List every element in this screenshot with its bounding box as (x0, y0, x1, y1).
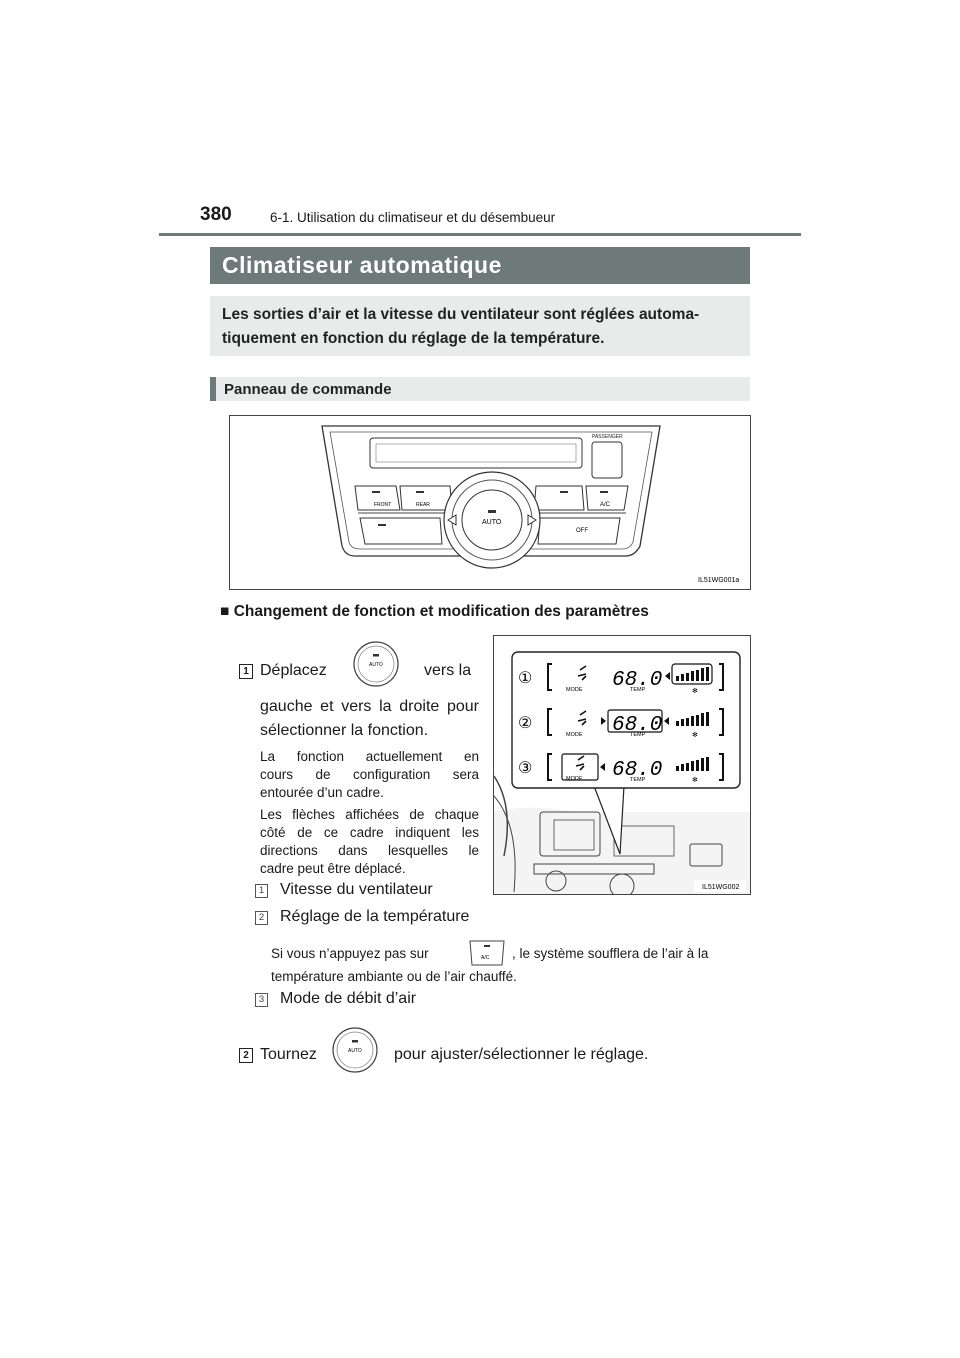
ac-note-after: , le système soufflera de l’air à la (512, 946, 709, 961)
auto-knob-label: AUTO (348, 1048, 362, 1054)
auto-knob-icon: AUTO (331, 1026, 379, 1074)
row1-num: ① (518, 670, 532, 687)
subsection-title: Panneau de commande (224, 381, 392, 398)
auto-label: AUTO (482, 519, 502, 526)
step-1-line-2: gauche et vers la droite pour (260, 698, 479, 715)
row2-mode: MODE (566, 732, 583, 738)
note1-line-2: cours de configuration sera (260, 767, 479, 782)
control-panel-figure: PASSENGER FRONT REAR A/C OFF AUTO IL51WG… (229, 415, 751, 590)
item-1-number: 1 (255, 884, 268, 898)
page-title: Climatiseur automatique (222, 252, 502, 278)
auto-knob-label: AUTO (369, 662, 383, 668)
display-row-2: ② MODE TEMP 68.0 ✻ (518, 708, 724, 739)
step-2-text-a: Tournez (260, 1046, 317, 1063)
ac-label: A/C (600, 502, 611, 508)
rear-label: REAR (416, 502, 430, 508)
row3-mode: MODE (566, 776, 583, 782)
row2-temp-label: TEMP (630, 732, 646, 738)
subsection-accent (210, 377, 216, 401)
note2-line-3: directions dans lesquelles le (260, 843, 479, 858)
page-number: 380 (200, 204, 232, 225)
figure2-code: IL51WG002 (702, 884, 739, 891)
ac-button-icon: A/C (466, 938, 508, 968)
display-figure: ① MODE TEMP 68.0 ✻ ② MODE TEMP (493, 635, 751, 895)
step-2-text-b: pour ajuster/sélectionner le réglage. (394, 1046, 649, 1063)
ac-button-label: A/C (481, 955, 490, 961)
fan-icon: ✻ (692, 731, 698, 739)
passenger-label: PASSENGER (592, 434, 623, 440)
header-divider (159, 233, 801, 236)
section-header: 6-1. Utilisation du climatiseur et du dé… (270, 210, 556, 225)
square-bullet-icon: ■ (220, 603, 230, 620)
item-2-number: 2 (255, 911, 268, 925)
intro-line-1: Les sorties d’air et la vitesse du venti… (222, 306, 700, 323)
row2-num: ② (518, 715, 532, 732)
item-2-label: Réglage de la température (280, 908, 470, 925)
intro-box (210, 296, 750, 356)
row1-temp: 68.0 (612, 669, 662, 692)
row2-temp: 68.0 (612, 714, 662, 737)
intro-line-2: tiquement en fonction du réglage de la t… (222, 330, 605, 347)
row1-mode: MODE (566, 687, 583, 693)
step-1-line-3: sélectionner la fonction. (260, 722, 429, 739)
row3-temp-label: TEMP (630, 777, 646, 783)
item-3-label: Mode de débit d’air (280, 990, 417, 1007)
item-1-label: Vitesse du ventilateur (280, 881, 433, 898)
fan-icon: ✻ (692, 776, 698, 784)
note2-line-4: cadre peut être déplacé. (260, 861, 406, 876)
note2-line-2: côté de ce cadre indiquent les (260, 825, 479, 840)
display-row-1: ① MODE TEMP 68.0 ✻ (518, 663, 724, 695)
section-subheading: ■ Changement de fonction et modification… (220, 603, 649, 621)
step-1-number: 1 (239, 664, 253, 679)
control-panel-illustration: PASSENGER FRONT REAR A/C OFF AUTO IL51WG… (321, 425, 739, 584)
display-illustration: ① MODE TEMP 68.0 ✻ ② MODE TEMP (494, 651, 750, 894)
note1-line-3: entourée d’un cadre. (260, 785, 384, 800)
ac-note-before: Si vous n’appuyez pas sur (271, 946, 429, 961)
front-label: FRONT (374, 502, 391, 508)
title-bar (210, 247, 750, 284)
subheading-text: Changement de fonction et modification d… (233, 603, 649, 620)
ac-note-line-2: température ambiante ou de l’air chauffé… (271, 969, 517, 984)
item-3-number: 3 (255, 993, 268, 1007)
display-row-3: ③ MODE TEMP 68.0 ✻ (518, 753, 724, 784)
subsection-bar (210, 377, 750, 401)
fan-icon: ✻ (692, 687, 698, 695)
note1-line-1: La fonction actuellement en (260, 749, 479, 764)
note2-line-1: Les flèches affichées de chaque (260, 807, 479, 822)
row3-temp: 68.0 (612, 759, 662, 782)
step-1-text-a: Déplacez (260, 662, 327, 679)
figure1-code: IL51WG001a (698, 577, 739, 584)
step-2-number: 2 (239, 1048, 253, 1063)
row3-num: ③ (518, 760, 532, 777)
row1-temp-label: TEMP (630, 687, 646, 693)
step-1-text-b: vers la (424, 662, 472, 679)
off-label: OFF (576, 528, 588, 534)
auto-knob-icon: AUTO (352, 640, 400, 688)
